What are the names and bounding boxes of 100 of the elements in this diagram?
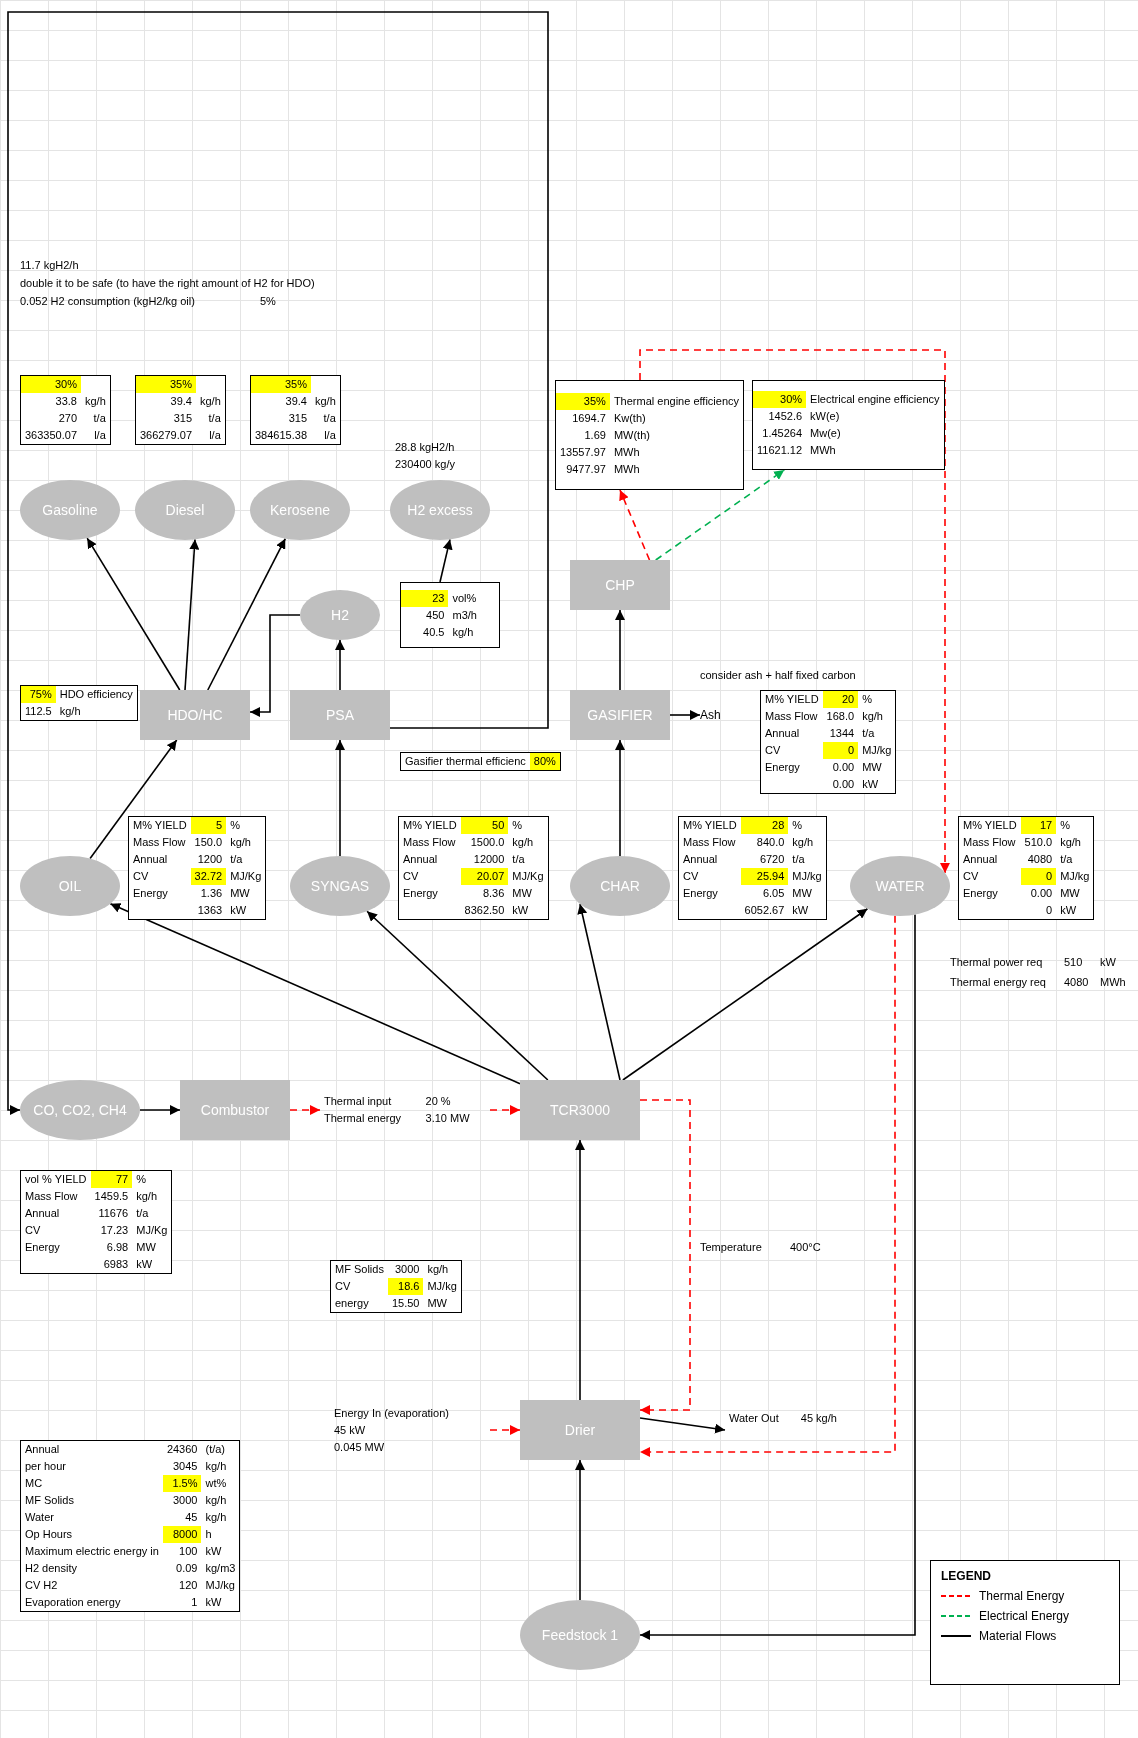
table-text: t/a [1059, 852, 1074, 867]
table-text: t/a [135, 1206, 150, 1221]
table-text: MJ/kg [1059, 869, 1091, 884]
stream-ellipse: Diesel [135, 480, 235, 540]
table-text: CV [334, 1279, 352, 1294]
table-text: MJ/Kg [135, 1223, 169, 1238]
data-table [128, 816, 267, 920]
table-text: Kw(th) [612, 410, 647, 426]
table-text: Mass Flow [402, 835, 457, 850]
table-text: MW [135, 1240, 157, 1255]
table-text: kg/h [204, 1493, 228, 1508]
table-text: 1.36 [199, 886, 224, 901]
table-text: H2 density [24, 1561, 78, 1576]
process-box: Combustor [180, 1080, 290, 1140]
table-text: MW [861, 760, 883, 775]
table-text: % [229, 818, 241, 833]
table-text: 510.0 [1023, 835, 1054, 850]
note-text: Thermal energy req [950, 975, 1046, 990]
table-text: 3000 [172, 1493, 199, 1508]
table-text: 1452.6 [767, 409, 804, 424]
table-text: Energy [24, 1240, 61, 1255]
table-text: Mass Flow [962, 835, 1017, 850]
table-text: MJ/Kg [229, 869, 263, 884]
table-text: 17 [1020, 817, 1057, 834]
note-text: MWh [1100, 975, 1126, 990]
table-text: 24360 [165, 1442, 199, 1457]
table-text: 840.0 [755, 835, 786, 850]
stream-ellipse: H2 [300, 590, 380, 640]
arrow [207, 537, 287, 691]
table-text: 45 [184, 1510, 199, 1525]
table-text: kg/h [135, 1189, 158, 1204]
note-text: consider ash + half fixed carbon [700, 668, 856, 683]
data-table [20, 1170, 173, 1274]
table-text: 8000 [162, 1526, 202, 1543]
table-text: Evaporation energy [24, 1595, 122, 1610]
data-table [958, 816, 1095, 920]
table-text: t/a [791, 852, 806, 867]
data-table [20, 685, 138, 721]
table-text: Op Hours [24, 1527, 74, 1542]
table-text: 0 [1045, 903, 1054, 918]
table-text: 0.00 [1029, 886, 1054, 901]
table-text: Energy [402, 886, 439, 901]
table-text: % [135, 1172, 147, 1187]
table-text: MW [511, 886, 533, 901]
table-text: 23 [401, 589, 449, 607]
table-text: MW [791, 886, 813, 901]
flow-label: 20 % [424, 1094, 452, 1109]
table-text: 30% [21, 376, 81, 393]
table-text: CV [132, 869, 150, 884]
arrow [639, 349, 950, 874]
flow-label: 45 kg/h [799, 1410, 838, 1426]
table-text: 450 [425, 607, 446, 623]
arrow [639, 1417, 726, 1434]
note-text: kW [1100, 955, 1116, 970]
table-text: 8362.50 [463, 903, 506, 918]
table-text: MWh [612, 444, 641, 460]
flow-label: 45 kW [333, 1422, 367, 1438]
table-text: kg/m3 [204, 1561, 237, 1576]
table-text: t/a [322, 411, 337, 426]
table-text: MF Solids [24, 1493, 75, 1508]
data-table [20, 375, 111, 445]
note-text: Temperature [700, 1240, 762, 1255]
table-text: Gasifier thermal efficienc [404, 754, 527, 769]
table-text: 1.45264 [761, 426, 804, 441]
table-text: CV [24, 1223, 42, 1238]
table-text: 6720 [758, 852, 786, 867]
table-text: 4080 [1026, 852, 1054, 867]
table-text: 20 [822, 691, 859, 708]
table-text: 6052.67 [743, 903, 786, 918]
table-text: 1500.0 [469, 835, 506, 850]
table-text: 75% [21, 686, 56, 703]
table-text: kg/h [1059, 835, 1082, 850]
annotation-text: 28.8 kgH2/h [395, 440, 455, 455]
table-text: 120 [178, 1578, 199, 1593]
arrow [489, 1105, 521, 1115]
table-text: CV [764, 743, 782, 758]
table-text: t/a [207, 411, 222, 426]
table-text: 39.4 [284, 394, 308, 409]
table-text: MJ/kg [204, 1578, 236, 1593]
arrow [139, 1105, 181, 1115]
arrow [335, 739, 345, 857]
table-text: 8.36 [481, 886, 506, 901]
arrow [249, 614, 301, 717]
table-text: 17.23 [99, 1223, 130, 1238]
stream-ellipse: Feedstock 1 [520, 1600, 640, 1670]
table-text: MW [229, 886, 251, 901]
data-table [760, 690, 897, 794]
table-text: MW [426, 1296, 448, 1311]
table-text: 35% [136, 376, 196, 393]
data-table [678, 816, 827, 920]
table-text: kW [1059, 903, 1077, 918]
table-text: energy [334, 1296, 370, 1311]
table-text: % [1059, 818, 1071, 833]
table-text: Annual [764, 726, 801, 741]
process-box: TCR3000 [520, 1080, 640, 1140]
table-text: kW [229, 903, 247, 918]
table-text: 315 [172, 411, 193, 426]
note-text: double it to be safe (to have the right amount of H2 for HDO) [20, 276, 315, 291]
table-text: l/a [93, 428, 107, 443]
table-text: MF Solids [334, 1262, 385, 1277]
